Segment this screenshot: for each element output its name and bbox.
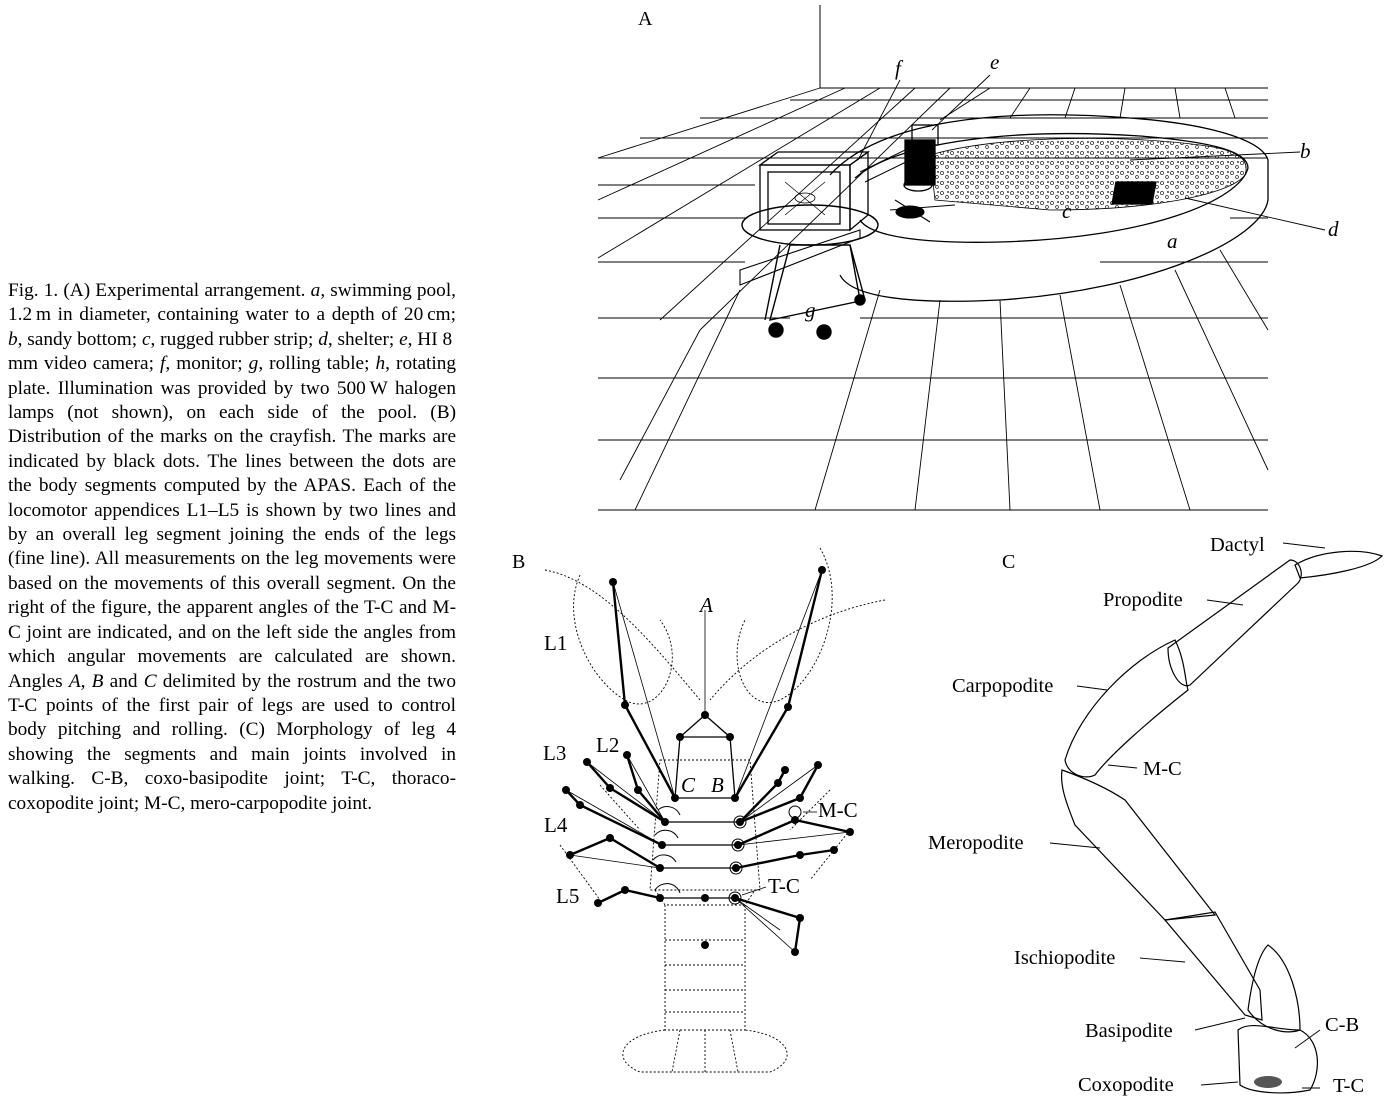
label-c: c [1062,199,1072,223]
rolling-table [765,245,865,339]
panel-a-label: A [638,8,653,30]
ischiopodite-segment [1165,912,1262,1020]
label-angle-a: A [698,593,713,617]
label-g: g [805,298,816,322]
label-ischiopodite: Ischiopodite [1014,947,1115,969]
label-propodite: Propodite [1103,589,1183,611]
label-angle-b: B [711,773,724,797]
label-l4: L4 [544,813,568,837]
label-meropodite: Meropodite [928,832,1024,854]
label-c-tc: T-C [1333,1075,1364,1097]
label-d: d [1328,217,1339,241]
label-dactyl: Dactyl [1210,534,1265,556]
label-basipodite: Basipodite [1085,1020,1173,1042]
label-b-tc: T-C [768,874,800,898]
label-f: f [895,56,904,80]
panel-a-drawing: A [598,5,1339,510]
legs-left [566,582,675,903]
basipodite-segment [1248,945,1300,1032]
label-l1: L1 [544,631,567,655]
panel-c-label: C [1002,551,1015,573]
monitor [760,152,868,230]
panel-b-label: B [512,551,525,573]
propodite-segment [1168,560,1301,686]
label-cb: C-B [1325,1014,1359,1036]
label-a: a [1167,229,1178,253]
meropodite-segment [1062,770,1215,920]
label-carpopodite: Carpopodite [952,675,1053,697]
label-b: b [1300,139,1311,163]
swimming-pool [830,115,1268,301]
crayfish-in-pool [890,200,955,222]
label-l5: L5 [556,884,579,908]
label-angle-c: C [681,773,696,797]
panel-c-drawing: C Dactyl Propodite [928,534,1382,1097]
label-c-mc: M-C [1143,758,1182,780]
label-e: e [990,50,999,74]
dactyl-segment [1295,551,1382,578]
panel-b-drawing: B [512,548,885,1072]
label-coxopodite: Coxopodite [1078,1074,1174,1096]
label-l3: L3 [543,741,566,765]
marker-dots [562,566,854,956]
label-l2: L2 [596,733,619,757]
label-b-mc: M-C [818,798,858,822]
